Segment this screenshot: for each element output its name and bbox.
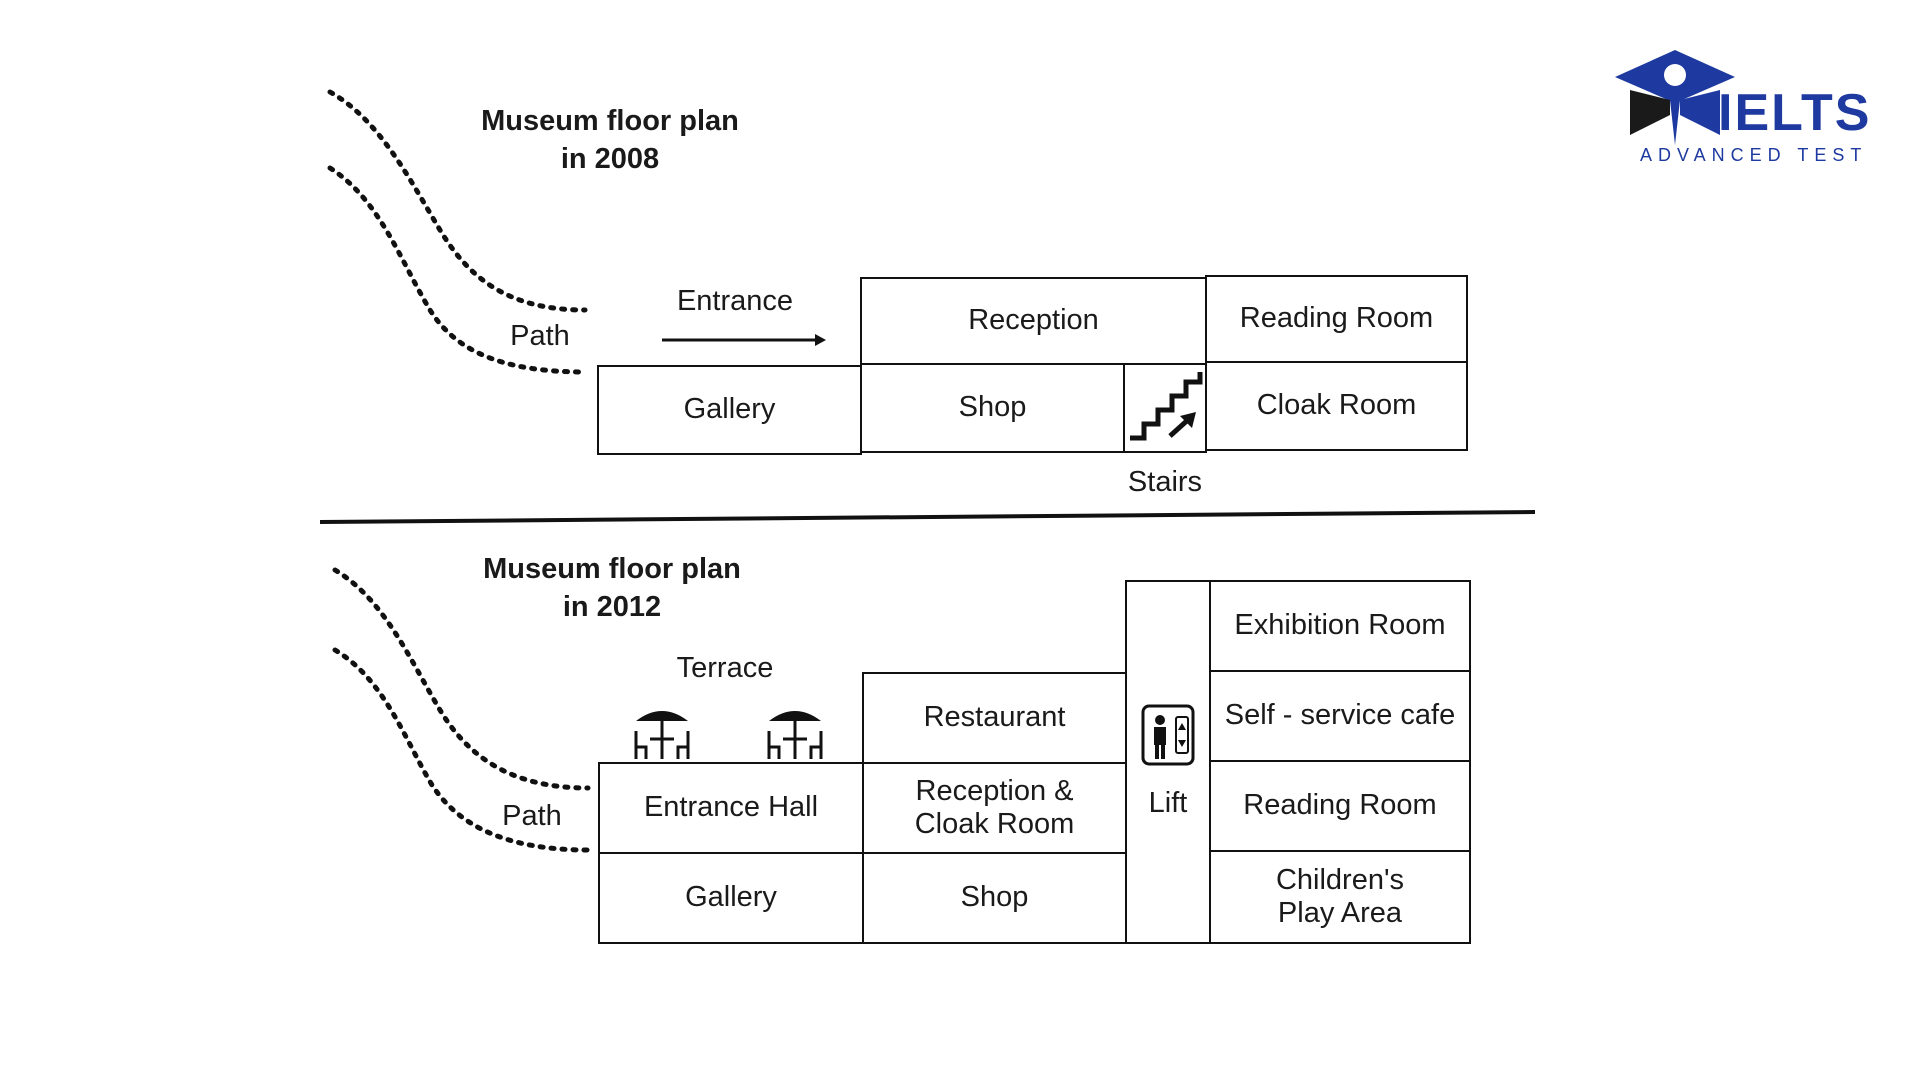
plan-2012-terrace-label: Terrace [676, 652, 774, 684]
plan-2008-cloak-room: Cloak Room [1205, 361, 1468, 451]
plan-2012-reception-cloak-room: Reception &Cloak Room [862, 762, 1127, 854]
ielts-logo: IELTS ADVANCED TEST [1610, 45, 1890, 175]
plan-2012-exhibition-room: Exhibition Room [1209, 580, 1471, 672]
entrance-arrow-head [815, 334, 826, 346]
plan-2012-lift-label: Lift [1148, 787, 1188, 820]
section-separator [319, 510, 1536, 524]
plan-2008-stairs-label: Stairs [1127, 466, 1203, 498]
logo-word: IELTS [1718, 84, 1872, 142]
plan-2012-self-service-cafe: Self - service cafe [1209, 670, 1471, 762]
plan-2012-shop: Shop [862, 852, 1127, 944]
logo-tagline: ADVANCED TEST [1640, 145, 1868, 165]
plan-2012-path-label: Path [502, 800, 562, 832]
graduation-cap-icon [1615, 50, 1735, 145]
plan-2012-restaurant: Restaurant [862, 672, 1127, 764]
plan-2012-reading-room: Reading Room [1209, 760, 1471, 852]
plan-2008-title-line1: Museum floor plan [481, 105, 739, 137]
plan-2008-title-line2: in 2008 [560, 143, 660, 175]
plan-2008-path-label: Path [510, 320, 570, 352]
plan-2012-lift: Lift [1125, 580, 1211, 944]
terrace-table-icon [767, 711, 823, 759]
plan-2012-title-line2: in 2012 [562, 591, 662, 623]
plan-2012-entrance-hall: Entrance Hall [598, 762, 864, 854]
lift-icon [1141, 704, 1195, 766]
plan-2012-gallery: Gallery [598, 852, 864, 944]
plan-2012-title-line1: Museum floor plan [483, 553, 741, 585]
terrace-table-icon [634, 711, 690, 759]
stairs-icon [1130, 372, 1203, 441]
plan-2008-entrance-label: Entrance [676, 285, 794, 317]
